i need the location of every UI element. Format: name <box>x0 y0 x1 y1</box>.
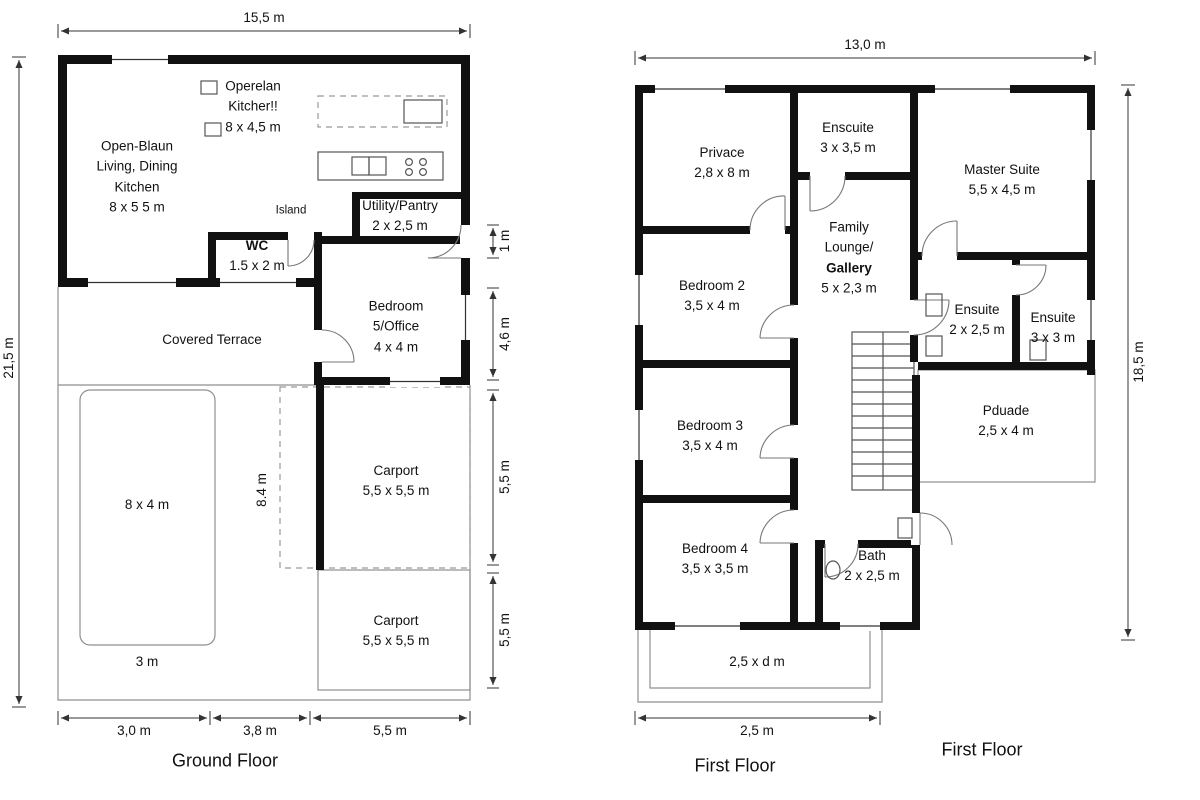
sink-icon <box>351 156 370 176</box>
first-floor-corner-title: First Floor <box>941 739 1023 760</box>
first-floor-dimension-lines <box>634 51 1135 725</box>
sink-icon <box>925 293 943 317</box>
ground-floor-windows <box>88 54 471 387</box>
bathroom-fixtures <box>825 293 1047 580</box>
ground-floor-title: Ground Floor <box>171 750 279 771</box>
cabinet-icon <box>897 517 913 539</box>
ground-floor-drawing <box>12 24 499 725</box>
room-label-living: Open-Blaun Living, Dining Kitchen 8 x 5 … <box>96 138 178 215</box>
room-label-bedroom3: Bedroom 3 3,5 x 4 m <box>676 417 744 453</box>
room-label-private: Privace 2,8 x 8 m <box>694 144 750 180</box>
dim-bottom-first: 2,5 m <box>740 722 774 738</box>
dim-top-ground: 15,5 m <box>243 9 285 25</box>
room-label-ensuite-mid: Ensuite 2 x 2,5 m <box>949 301 1005 337</box>
island-label: Island <box>275 204 307 217</box>
room-label-bedroom5: Bedroom 5/Office 4 x 4 m <box>368 298 424 355</box>
island-outline <box>317 95 448 128</box>
cabinet-icon <box>200 80 218 95</box>
room-label-ensuite-right: Ensuite 3 x 3 m <box>1030 309 1076 345</box>
stove-icon <box>405 158 428 177</box>
first-floor-drawing <box>634 51 1135 725</box>
ground-floor-dimension-lines <box>12 24 499 725</box>
toilet-icon <box>1029 339 1047 361</box>
room-label-ensuite-top: Enscuite 3 x 3,5 m <box>820 119 876 155</box>
lawn-width-label: 3 m <box>135 653 159 669</box>
room-label-bedroom4: Bedroom 4 3,5 x 3,5 m <box>681 540 749 576</box>
room-label-kitchen-note: Operelan Kitcher!! 8 x 4,5 m <box>225 78 281 135</box>
room-label-bedroom2: Bedroom 2 3,5 x 4 m <box>678 277 746 313</box>
carport-2-outline <box>317 569 471 691</box>
dim-top-first: 13,0 m <box>844 36 886 52</box>
room-label-carport-2: Carport 5,5 x 5,5 m <box>362 612 430 648</box>
carport-1-outline <box>279 386 471 569</box>
kitchen-furniture <box>200 80 448 181</box>
first-floor-doors <box>749 175 1047 578</box>
dim-left-ground: 21,5 m <box>0 337 16 379</box>
cabinet-icon <box>204 122 222 137</box>
room-label-master-suite: Master Suite 5,5 x 4,5 m <box>964 161 1040 197</box>
ground-floor-walls <box>58 55 470 570</box>
lawn-outline <box>79 389 216 646</box>
dim-right-first: 18,5 m <box>1130 341 1146 383</box>
dim-right-ground-1: 1 m <box>496 229 512 253</box>
room-label-terrace: Covered Terrace <box>162 331 262 347</box>
first-floor-title: First Floor <box>694 755 776 776</box>
basin-icon <box>825 560 841 580</box>
dim-right-ground-3: 5,5 m <box>496 460 512 494</box>
dim-right-ground-4: 5,5 m <box>496 613 512 647</box>
lawn-size-label: 8 x 4 m <box>124 496 170 512</box>
room-label-utility: Utility/Pantry 2 x 2,5 m <box>362 197 438 233</box>
dim-bottom-ground-1: 3,0 m <box>117 722 151 738</box>
room-label-pduade: Pduade 2,5 x 4 m <box>978 402 1034 438</box>
first-floor-walls <box>635 85 1095 630</box>
room-label-carport-1: Carport 5,5 x 5,5 m <box>362 462 430 498</box>
balcony-outline <box>637 630 883 703</box>
stairs <box>851 331 915 491</box>
balcony-size-label: 2,5 x d m <box>729 653 785 669</box>
dim-bottom-ground-2: 3,8 m <box>243 722 277 738</box>
dim-bottom-ground-3: 5,5 m <box>373 722 407 738</box>
ground-floor-doors <box>287 224 462 363</box>
kitchen-counter <box>317 151 444 181</box>
toilet-icon <box>925 335 943 357</box>
sink-icon <box>368 156 387 176</box>
driveway-length-label: 8.4 m <box>253 473 269 507</box>
first-floor-windows <box>634 84 1096 631</box>
room-label-bath: Bath 2 x 2,5 m <box>844 547 900 583</box>
island-sink-icon <box>403 99 443 124</box>
dim-right-ground-2: 4,6 m <box>496 317 512 351</box>
